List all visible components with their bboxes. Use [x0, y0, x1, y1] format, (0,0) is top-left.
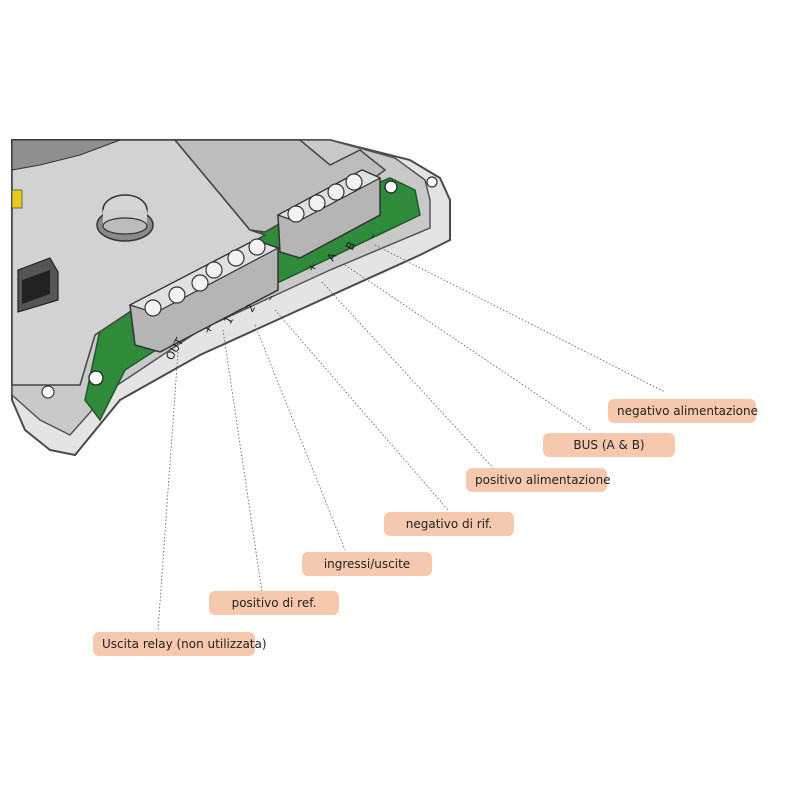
pin-label-minus-supply: – — [365, 230, 379, 241]
callout-bus: BUS (A & B) — [543, 433, 675, 457]
leader-positivo-alimentazione — [321, 281, 496, 471]
callout-ingressi-uscite: ingressi/uscite — [302, 552, 432, 576]
leader-positivo-ref — [222, 329, 263, 593]
cover-button — [96, 194, 154, 242]
leader-lines — [157, 244, 666, 631]
leader-bus — [344, 264, 591, 431]
callout-positivo-alimentazione: positivo alimentazione — [466, 468, 611, 492]
side-connector — [17, 257, 59, 313]
leader-negativo-rif — [274, 309, 449, 511]
callout-negativo-rif: negativo di rif. — [384, 512, 514, 536]
callout-positivo-ref: positivo di ref. — [209, 591, 339, 615]
device-cover — [11, 139, 387, 386]
leader-ingressi-uscite — [254, 324, 346, 551]
terminal-block-io — [128, 238, 280, 353]
leader-negativo-alimentazione — [374, 244, 666, 393]
terminal-block-bus — [276, 169, 382, 259]
callout-negativo-alimentazione: negativo alimentazione — [608, 399, 758, 423]
mount-holes — [41, 176, 438, 399]
yellow-tag — [11, 189, 23, 209]
leader-uscita-relay — [157, 351, 179, 631]
callout-uscita-relay: Uscita relay (non utilizzata) — [93, 632, 267, 656]
pin-label-minus-ref: – — [263, 292, 277, 303]
